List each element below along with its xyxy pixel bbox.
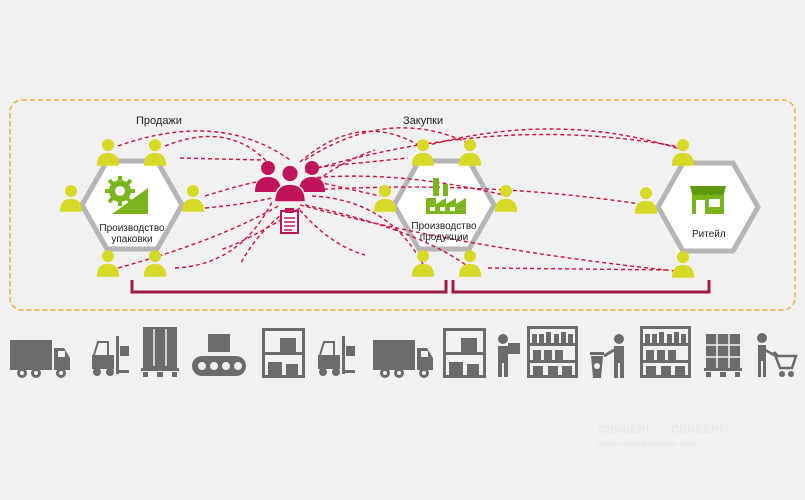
- pallet-grid-icon: [704, 334, 742, 377]
- person-icon: [494, 185, 518, 212]
- shelf-rack-icon: [443, 328, 486, 378]
- connection-line: [174, 201, 273, 269]
- factory-icon: [426, 178, 466, 214]
- connection-line: [219, 207, 301, 251]
- connection-line: [164, 135, 271, 166]
- store-icon: [690, 186, 726, 214]
- connection-line: [179, 157, 263, 161]
- forklift-icon: [92, 336, 129, 376]
- purchases-label: Закупки: [403, 115, 444, 127]
- connection-line: [309, 186, 641, 205]
- connection-line: [117, 204, 281, 269]
- connection-line: [304, 127, 471, 161]
- document-icon: [280, 208, 299, 234]
- connection-line: [311, 195, 426, 269]
- connection-line: [299, 209, 366, 256]
- person-icon: [96, 250, 120, 277]
- connection-line: [304, 204, 471, 269]
- pallet-stack-icon: [141, 327, 179, 377]
- connection-line: [317, 149, 376, 181]
- packaging-label: Производство упаковки: [92, 223, 172, 245]
- person-icon: [671, 139, 695, 166]
- connection-line: [309, 157, 409, 169]
- person-icon: [143, 250, 167, 277]
- production-label: Производство продукции: [404, 221, 484, 243]
- production-label-line1: Производство: [411, 221, 477, 232]
- store-shelf-icon: [640, 326, 691, 378]
- connection-line: [424, 128, 684, 151]
- connection-line: [204, 197, 273, 209]
- production-label-line2: продукции: [419, 232, 469, 243]
- person-icon: [458, 139, 482, 166]
- conveyor-icon: [192, 334, 246, 376]
- retail-label: Ритейл: [692, 229, 726, 240]
- person-icon: [373, 185, 397, 212]
- worker-box-icon: [498, 334, 520, 377]
- watermark: СВИБЕРГ ⓘ СВИБЕРГ www.svibergsystems.com: [598, 424, 726, 450]
- person-icon: [96, 139, 120, 166]
- store-shelf-icon: [527, 326, 578, 378]
- packaging-label-line1: Производство: [99, 223, 165, 234]
- bracket-right: [451, 280, 711, 294]
- watermark-line1: СВИБЕРГ ⓘ СВИБЕРГ: [598, 424, 726, 436]
- process-frame: [9, 99, 796, 311]
- sales-label: Продажи: [136, 115, 182, 127]
- person-icon: [634, 187, 658, 214]
- person-icon: [59, 185, 83, 212]
- connection-lines: [117, 127, 686, 273]
- person-icon: [671, 251, 695, 278]
- person-icon: [458, 250, 482, 277]
- shopping-cart-icon: [757, 333, 798, 377]
- connection-line: [304, 133, 686, 173]
- truck-icon: [373, 340, 433, 378]
- connection-line: [309, 175, 509, 197]
- person-icon: [143, 139, 167, 166]
- connection-line: [299, 204, 686, 273]
- truck-icon: [10, 340, 70, 378]
- packaging-label-line2: упаковки: [111, 234, 153, 245]
- connection-line: [299, 130, 421, 163]
- shelf-rack-icon: [262, 328, 305, 378]
- gear-icon: [105, 176, 148, 214]
- recycling-worker-icon: [590, 334, 624, 378]
- connection-line: [117, 130, 291, 161]
- person-icon: [181, 185, 205, 212]
- watermark-line2: www.svibergsystems.com: [598, 439, 697, 448]
- connection-line: [239, 211, 286, 266]
- connection-line: [487, 267, 671, 271]
- bracket-left: [130, 280, 448, 294]
- connection-line: [317, 181, 381, 197]
- forklift-icon: [318, 336, 355, 376]
